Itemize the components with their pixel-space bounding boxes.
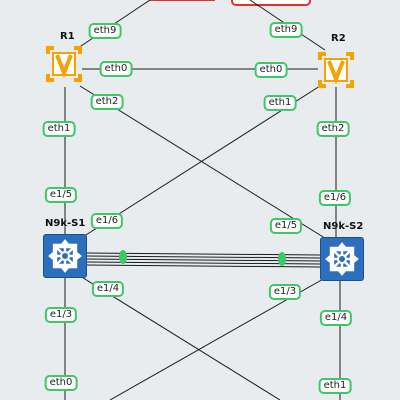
port-r2-eth2[interactable]: eth2 (316, 121, 350, 137)
router-r1-label: R1 (60, 31, 75, 42)
virtual-router-icon[interactable] (46, 46, 82, 82)
switch-s2-label: N9k-S2 (323, 221, 364, 232)
port-r1-eth2[interactable]: eth2 (90, 94, 124, 110)
port-bottom-right-eth1[interactable]: eth1 (318, 378, 352, 394)
port-s2-e1-4[interactable]: e1/4 (319, 310, 353, 326)
port-r1-eth1[interactable]: eth1 (42, 121, 76, 137)
virtual-router-icon[interactable] (318, 52, 354, 88)
port-s2-e1-6[interactable]: e1/6 (318, 190, 352, 206)
multilayer-switch-icon[interactable] (43, 234, 87, 278)
port-s2-e1-5[interactable]: e1/5 (269, 218, 303, 234)
port-s1-e1-4[interactable]: e1/4 (91, 281, 125, 297)
port-s1-e1-6[interactable]: e1/6 (90, 213, 124, 229)
port-r1-eth9[interactable]: eth9 (88, 23, 122, 39)
link-s1-s2-e[interactable] (85, 264, 321, 268)
port-r1-eth0[interactable]: eth0 (99, 61, 133, 77)
port-s2-e1-3[interactable]: e1/3 (268, 284, 302, 300)
port-r2-eth9[interactable]: eth9 (269, 22, 303, 38)
port-s1-e1-3[interactable]: e1/3 (44, 307, 78, 323)
switch-s1-label: N9k-S1 (45, 218, 86, 229)
port-bottom-left-eth0[interactable]: eth0 (44, 375, 78, 391)
port-s1-e1-5[interactable]: e1/5 (44, 187, 78, 203)
link-r1-s2[interactable] (79, 85, 329, 241)
top-node-right[interactable] (231, 0, 311, 6)
multilayer-switch-icon[interactable] (320, 237, 364, 281)
router-r2-label: R2 (331, 33, 346, 44)
bundle-marker-right (278, 252, 286, 266)
port-r2-eth0[interactable]: eth0 (254, 62, 288, 78)
port-r2-eth1[interactable]: eth1 (263, 95, 297, 111)
bundle-marker-left (119, 250, 127, 264)
